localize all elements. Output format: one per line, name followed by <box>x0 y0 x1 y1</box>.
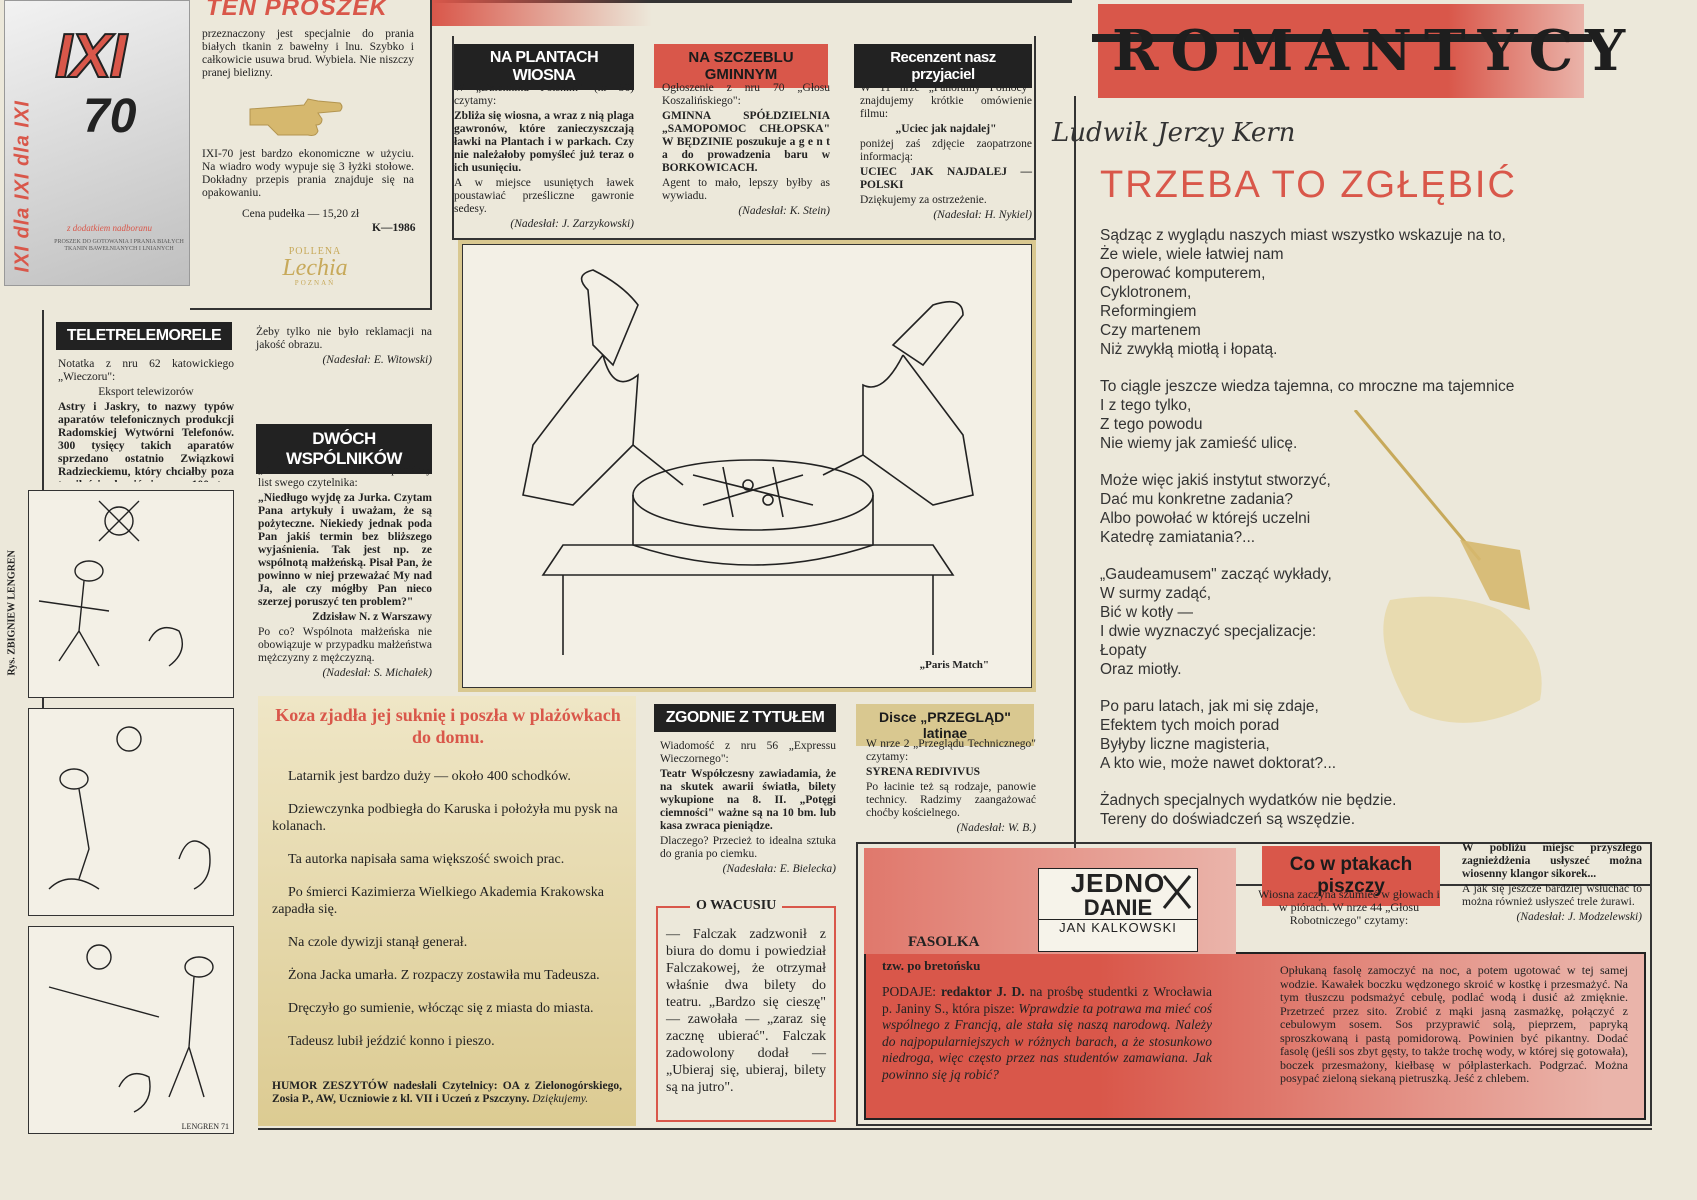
zgodnie-title: ZGODNIE Z TYTUŁEM <box>654 704 836 732</box>
na-szczeblu-title: NA SZCZEBLU GMINNYM <box>654 44 828 88</box>
jedno-logo-mid: DANIE <box>1083 895 1153 920</box>
jedno-outer-frame <box>856 842 1652 1126</box>
poem-stanza: To ciągle jeszcze wiedza tajemna, co mro… <box>1100 378 1515 452</box>
poem-stanza: Po paru latach, jak mi się zdaje, Efekte… <box>1100 698 1337 772</box>
dwoch-title: DWÓCH WSPÓLNIKÓW <box>256 424 432 474</box>
dish-sub: tzw. po bretońsku <box>882 958 981 973</box>
ixi-package: IXI dla IXI dla IXI IXI 70 z dodatkiem n… <box>4 0 190 286</box>
ixi-code: K—1986 <box>372 222 416 234</box>
ixi-brand-logo: IXI <box>54 21 128 92</box>
pollena-logo: POLLENA Lechia POZNAŃ <box>282 246 348 287</box>
recenzent-title: Recenzent nasz przyjaciel <box>854 44 1032 88</box>
poem-stanza: Żadnych specjalnych wydatków nie będzie.… <box>1100 792 1397 828</box>
ptaki-intro: Wiosna zaczyna szumieć w głowach i w pió… <box>1258 887 1440 927</box>
lengren-panel-3: LENGREN 71 <box>28 926 234 1134</box>
koza-item: Żona Jacka umarła. Z rozpaczy zostawiła … <box>288 968 600 983</box>
pointing-hand-icon <box>248 95 344 139</box>
dwoch-text: „Itd" w nrze 11 zamieszcza poniższy list… <box>258 464 432 679</box>
bottom-rule <box>258 1128 1652 1130</box>
chefs-cartoon-icon <box>522 269 974 655</box>
na-szczeblu-text: Ogłoszenie z nru 70 „Głosu Koszalińskieg… <box>662 82 830 217</box>
lengren-panel-2 <box>28 708 234 916</box>
koza-title: Koza zjadła jej suknię i poszła w plażów… <box>275 705 621 747</box>
top-red-band <box>432 0 652 26</box>
top-rule <box>432 0 1072 3</box>
dish-name: FASOLKA <box>908 934 980 950</box>
lengren-credit: Rys. ZBIGNIEW LENGREN <box>6 550 18 676</box>
recenzent-text: W 11 nrze „Panoramy Północy" znajdujemy … <box>860 82 1032 221</box>
na-plantach-text: W „Dzienniku Polskim" (nr 56) czytamy: Z… <box>454 82 634 230</box>
lengren-panel-1 <box>28 490 234 698</box>
koza-footer: HUMOR ZESZYTÓW nadesłali Czytelnicy: OA … <box>272 1080 622 1105</box>
poem-stanza: „Gaudeamusem" zacząć wykłady, W surmy za… <box>1100 566 1332 678</box>
disce-title: Disce „PRZEGLĄD" latinae <box>856 704 1034 746</box>
poem-stanza: Sądząc z wyglądu naszych miast wszystko … <box>1100 227 1506 358</box>
poem-author: Ludwik Jerzy Kern <box>1052 118 1296 148</box>
header-banner <box>1098 4 1584 98</box>
ixi-box-small: PROSZEK DO GOTOWANIA I PRANIA BIAŁYCH TK… <box>54 239 184 252</box>
lengren-sign: LENGREN 71 <box>181 1122 229 1131</box>
na-plantach-title: NA PLANTACH WIOSNA <box>454 44 634 90</box>
header-rule <box>1092 34 1592 42</box>
koza-item: Tadeusz lubił jeździć konno i pieszo. <box>288 1034 495 1049</box>
koza-list: Latarnik jest bardzo duży — około 400 sc… <box>272 768 622 1060</box>
main-cartoon: „Paris Match" <box>458 240 1036 692</box>
dish-request: PODAJE: redaktor J. D. na prośbę student… <box>882 984 1213 1082</box>
koza-item: Ta autorka napisała sama większość swoic… <box>288 852 565 867</box>
koza-item: Dręczyło go sumienie, włócząc się z mias… <box>288 1001 594 1016</box>
center-column-frame <box>452 36 1036 240</box>
ptaki-text: W pobliżu miejsc przyszłego zagnieżdżeni… <box>1462 842 1642 923</box>
jedno-danie-logo: JEDNO DANIE JAN KALKOWSKI <box>1038 868 1198 952</box>
disce-text: W nrze 2 „Przeglądu Technicznego" czytam… <box>866 738 1036 834</box>
ixi-text-2: IXI-70 jest bardzo ekonomiczne w użyciu.… <box>202 148 414 199</box>
header-title-text: ROMANTYCY <box>1112 18 1638 84</box>
header-title: ROMANTYCY <box>1112 6 1625 96</box>
zgodnie-text: Wiadomość z nru 56 „Expressu Wieczornego… <box>660 740 836 875</box>
jedno-logo-author: JAN KALKOWSKI <box>1039 919 1197 935</box>
ixi-headline: TEN PROSZEK <box>206 0 388 21</box>
ixi-box-tag: z dodatkiem nadboranu <box>67 223 152 233</box>
ixi-ad-frame <box>190 0 432 310</box>
ptaki-title: Co w ptakach piszczy <box>1262 846 1440 906</box>
poem-stanza: Może więc jakiś instytut stworzyć, Dać m… <box>1100 472 1331 546</box>
main-cartoon-credit: „Paris Match" <box>919 659 989 671</box>
koza-box <box>258 696 636 1126</box>
wacus-title: O WACUSIU <box>690 898 783 914</box>
koza-item: Na czole dywizji stanął generał. <box>288 935 468 950</box>
fork-knife-icon <box>1160 872 1194 912</box>
teletrele-title: TELETRELEMORELE <box>56 322 232 350</box>
poem-body: Sądząc z wyglądu naszych miast wszystko … <box>1100 226 1660 847</box>
wacus-text: — Falczak zadzwonił z biura do domu i po… <box>666 927 826 1095</box>
jedno-logo-top: JEDNO <box>1070 868 1166 898</box>
koza-item: Po śmierci Kazimierza Wielkiego Akademia… <box>272 885 605 917</box>
broom-illustration-icon <box>1350 409 1560 750</box>
dish-recipe: Opłukaną fasolę zamoczyć na noc, a potem… <box>1280 963 1628 1085</box>
ixi-number: 70 <box>83 90 137 143</box>
koza-item: Dziewczynka podbiegła do Karuska i położ… <box>272 802 618 834</box>
koza-item: Latarnik jest bardzo duży — około 400 sc… <box>288 769 571 784</box>
jedno-red-box <box>864 952 1646 1120</box>
teletrele-text-cont: Żeby tylko nie było reklamacji na jakość… <box>256 326 432 366</box>
poem-title: TRZEBA TO ZGŁĘBIĆ <box>1100 164 1517 206</box>
ixi-side-text: IXI dla IXI dla IXI <box>11 100 34 273</box>
ixi-text-1: przeznaczony jest specjalnie do prania b… <box>202 28 414 79</box>
ixi-price: Cena pudełka — 15,20 zł <box>242 208 360 220</box>
teletrele-text: Notatka z nru 62 katowickiego „Wieczoru"… <box>58 358 234 482</box>
